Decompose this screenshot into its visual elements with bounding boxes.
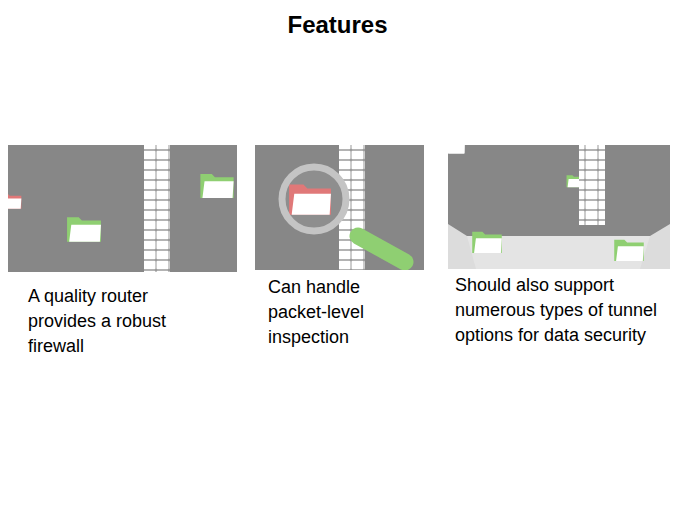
firewall-panel: [8, 145, 237, 272]
slide-title: Features: [0, 11, 675, 39]
tunnel-panel: [448, 145, 670, 269]
feature-caption: Can handle packet-level inspection: [268, 275, 398, 350]
inspection-panel: [255, 145, 424, 270]
feature-caption: Should also support numerous types of tu…: [455, 273, 660, 348]
feature-caption: A quality router provides a robust firew…: [28, 284, 206, 359]
